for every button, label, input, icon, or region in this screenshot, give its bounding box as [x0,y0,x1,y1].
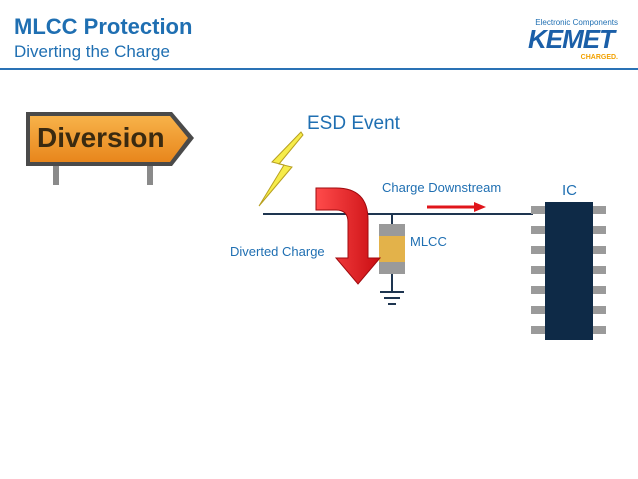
mlcc-label: MLCC [410,234,447,249]
sign-post-right [147,163,153,185]
logo-tagline: CHARGED. [580,54,618,61]
page-title: MLCC Protection [14,14,193,39]
page-subtitle: Diverting the Charge [14,42,170,61]
logo-top-text: Electronic Components [535,18,618,27]
charge-downstream-label: Charge Downstream [382,180,502,195]
diverted-charge-label: Diverted Charge [230,244,325,259]
ic-label: IC [562,182,577,199]
mlcc-component [379,224,405,274]
diverted-charge-arrow [315,187,382,285]
sign-post-left [53,163,59,185]
diversion-sign [26,112,194,185]
header-divider [0,68,638,70]
logo-brand: KEMET [528,24,615,54]
diversion-sign-label: Diversion [37,122,165,153]
sign-face [30,116,188,162]
downstream-arrow [427,202,486,212]
esd-event-label: ESD Event [307,113,400,134]
ground-icon [380,291,404,305]
lightning-bolt-icon [258,131,304,207]
kemet-logo: Electronic Components KEMET CHARGED. [520,18,620,70]
ic-chip [531,202,606,340]
